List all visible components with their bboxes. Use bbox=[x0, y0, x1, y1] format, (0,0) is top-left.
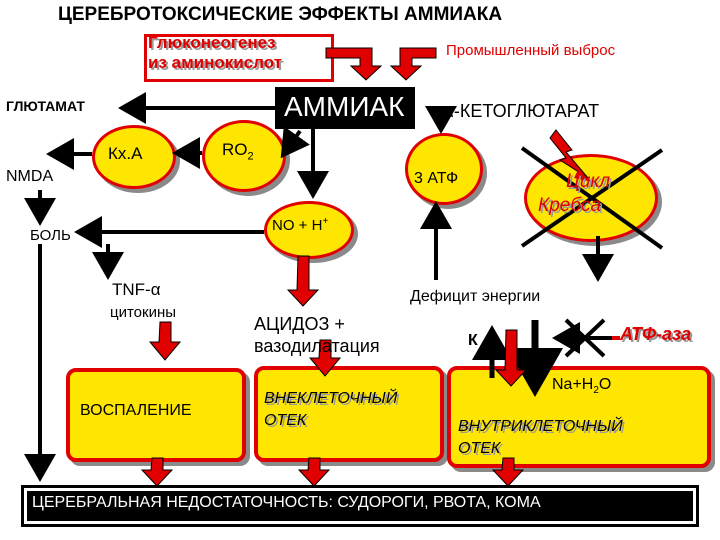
pain-label: БОЛЬ bbox=[30, 227, 71, 244]
ro2-oval bbox=[202, 120, 286, 192]
glutamate-label: ГЛЮТАМАТ bbox=[6, 98, 85, 114]
red-arrow-tnf bbox=[148, 321, 182, 361]
krebs-cross-2 bbox=[520, 148, 664, 248]
atp3-oval bbox=[405, 133, 483, 205]
krebs-label-1: Цикл bbox=[566, 171, 611, 192]
page-title: ЦЕРЕБРОТОКСИЧЕСКИЕ ЭФФЕКТЫ АММИАКА bbox=[58, 4, 503, 25]
no-h-oval bbox=[264, 201, 354, 259]
intracellular-label-2: ОТЕК bbox=[458, 440, 501, 457]
arrow-ammonia-ro2 bbox=[280, 126, 310, 159]
ro2-sub: 2 bbox=[247, 150, 254, 163]
atp3-label: 3 АТФ bbox=[414, 170, 459, 187]
bottom-bar bbox=[21, 485, 699, 527]
extracellular-label-1: ВНЕКЛЕТОЧНЫЙ bbox=[264, 390, 398, 407]
ammonia-box bbox=[275, 87, 415, 129]
atpase-label: АТФ-аза bbox=[620, 324, 692, 344]
ro2-base: RO bbox=[222, 140, 248, 159]
intracellular-box bbox=[447, 366, 711, 468]
bottom-label: ЦЕРЕБРАЛЬНАЯ НЕДОСТАТОЧНОСТЬ: СУДОРОГИ, … bbox=[32, 494, 541, 511]
no-h-sup: + bbox=[322, 216, 329, 227]
na-h2o-sub: 2 bbox=[593, 385, 599, 397]
no-h-base: NO + H bbox=[272, 217, 323, 234]
red-arrow-intracellular-bottom bbox=[491, 457, 525, 487]
gluconeogenesis-box bbox=[144, 34, 334, 82]
acidosis-label-1: АЦИДОЗ + bbox=[254, 314, 345, 334]
gluconeogenesis-label-2: из аминокислот bbox=[148, 53, 283, 72]
extracellular-box bbox=[254, 366, 444, 462]
tnf-label: TNF-α bbox=[112, 280, 161, 299]
red-arrow-gluconeogenesis bbox=[325, 47, 383, 81]
krebs-label-2: Кребса bbox=[538, 195, 602, 216]
ketoglutarate-label: + α-КЕТОГЛЮТАРАТ bbox=[428, 101, 600, 121]
inflammation-box bbox=[66, 368, 246, 462]
intracellular-label-1: ВНУТРИКЛЕТОЧНЫЙ bbox=[458, 418, 623, 435]
acidosis-label-2: вазодилатация bbox=[254, 336, 380, 356]
energy-deficit-label: Дефицит энергии bbox=[410, 288, 541, 305]
red-arrow-na-in bbox=[494, 329, 528, 387]
ammonia-label: АММИАК bbox=[284, 91, 405, 122]
red-arrow-noh-acidosis bbox=[286, 255, 320, 307]
na-h2o-label: Na+H2O bbox=[552, 376, 611, 396]
gluconeogenesis-label-1: Глюконеогенез bbox=[148, 33, 276, 52]
red-arrow-acidosis-extracellular bbox=[308, 339, 342, 377]
red-arrow-industrial-1 bbox=[389, 47, 437, 81]
kxa-label: Кх.А bbox=[108, 144, 143, 163]
kxa-oval bbox=[92, 125, 176, 189]
inflammation-label: ВОСПАЛЕНИЕ bbox=[80, 402, 192, 419]
red-arrow-extracellular-bottom bbox=[297, 457, 331, 487]
industrial-label: Промышленный выброс bbox=[446, 42, 616, 59]
red-lightning bbox=[549, 129, 589, 179]
red-arrow-inflammation-bottom bbox=[140, 457, 174, 487]
extracellular-label-2: ОТЕК bbox=[264, 412, 307, 429]
nmda-label: NMDA bbox=[6, 168, 54, 185]
na-h2o-b: O bbox=[598, 376, 612, 393]
no-h-label: NO + H+ bbox=[272, 216, 328, 234]
atpase-cross-2 bbox=[564, 318, 606, 358]
k-ion-label: К bbox=[468, 332, 478, 349]
red-lightning-tip bbox=[574, 170, 592, 182]
na-h2o-a: Na+H bbox=[552, 376, 594, 393]
cytokines-label: цитокины bbox=[110, 304, 177, 321]
ro2-label: RO2 bbox=[222, 140, 254, 162]
